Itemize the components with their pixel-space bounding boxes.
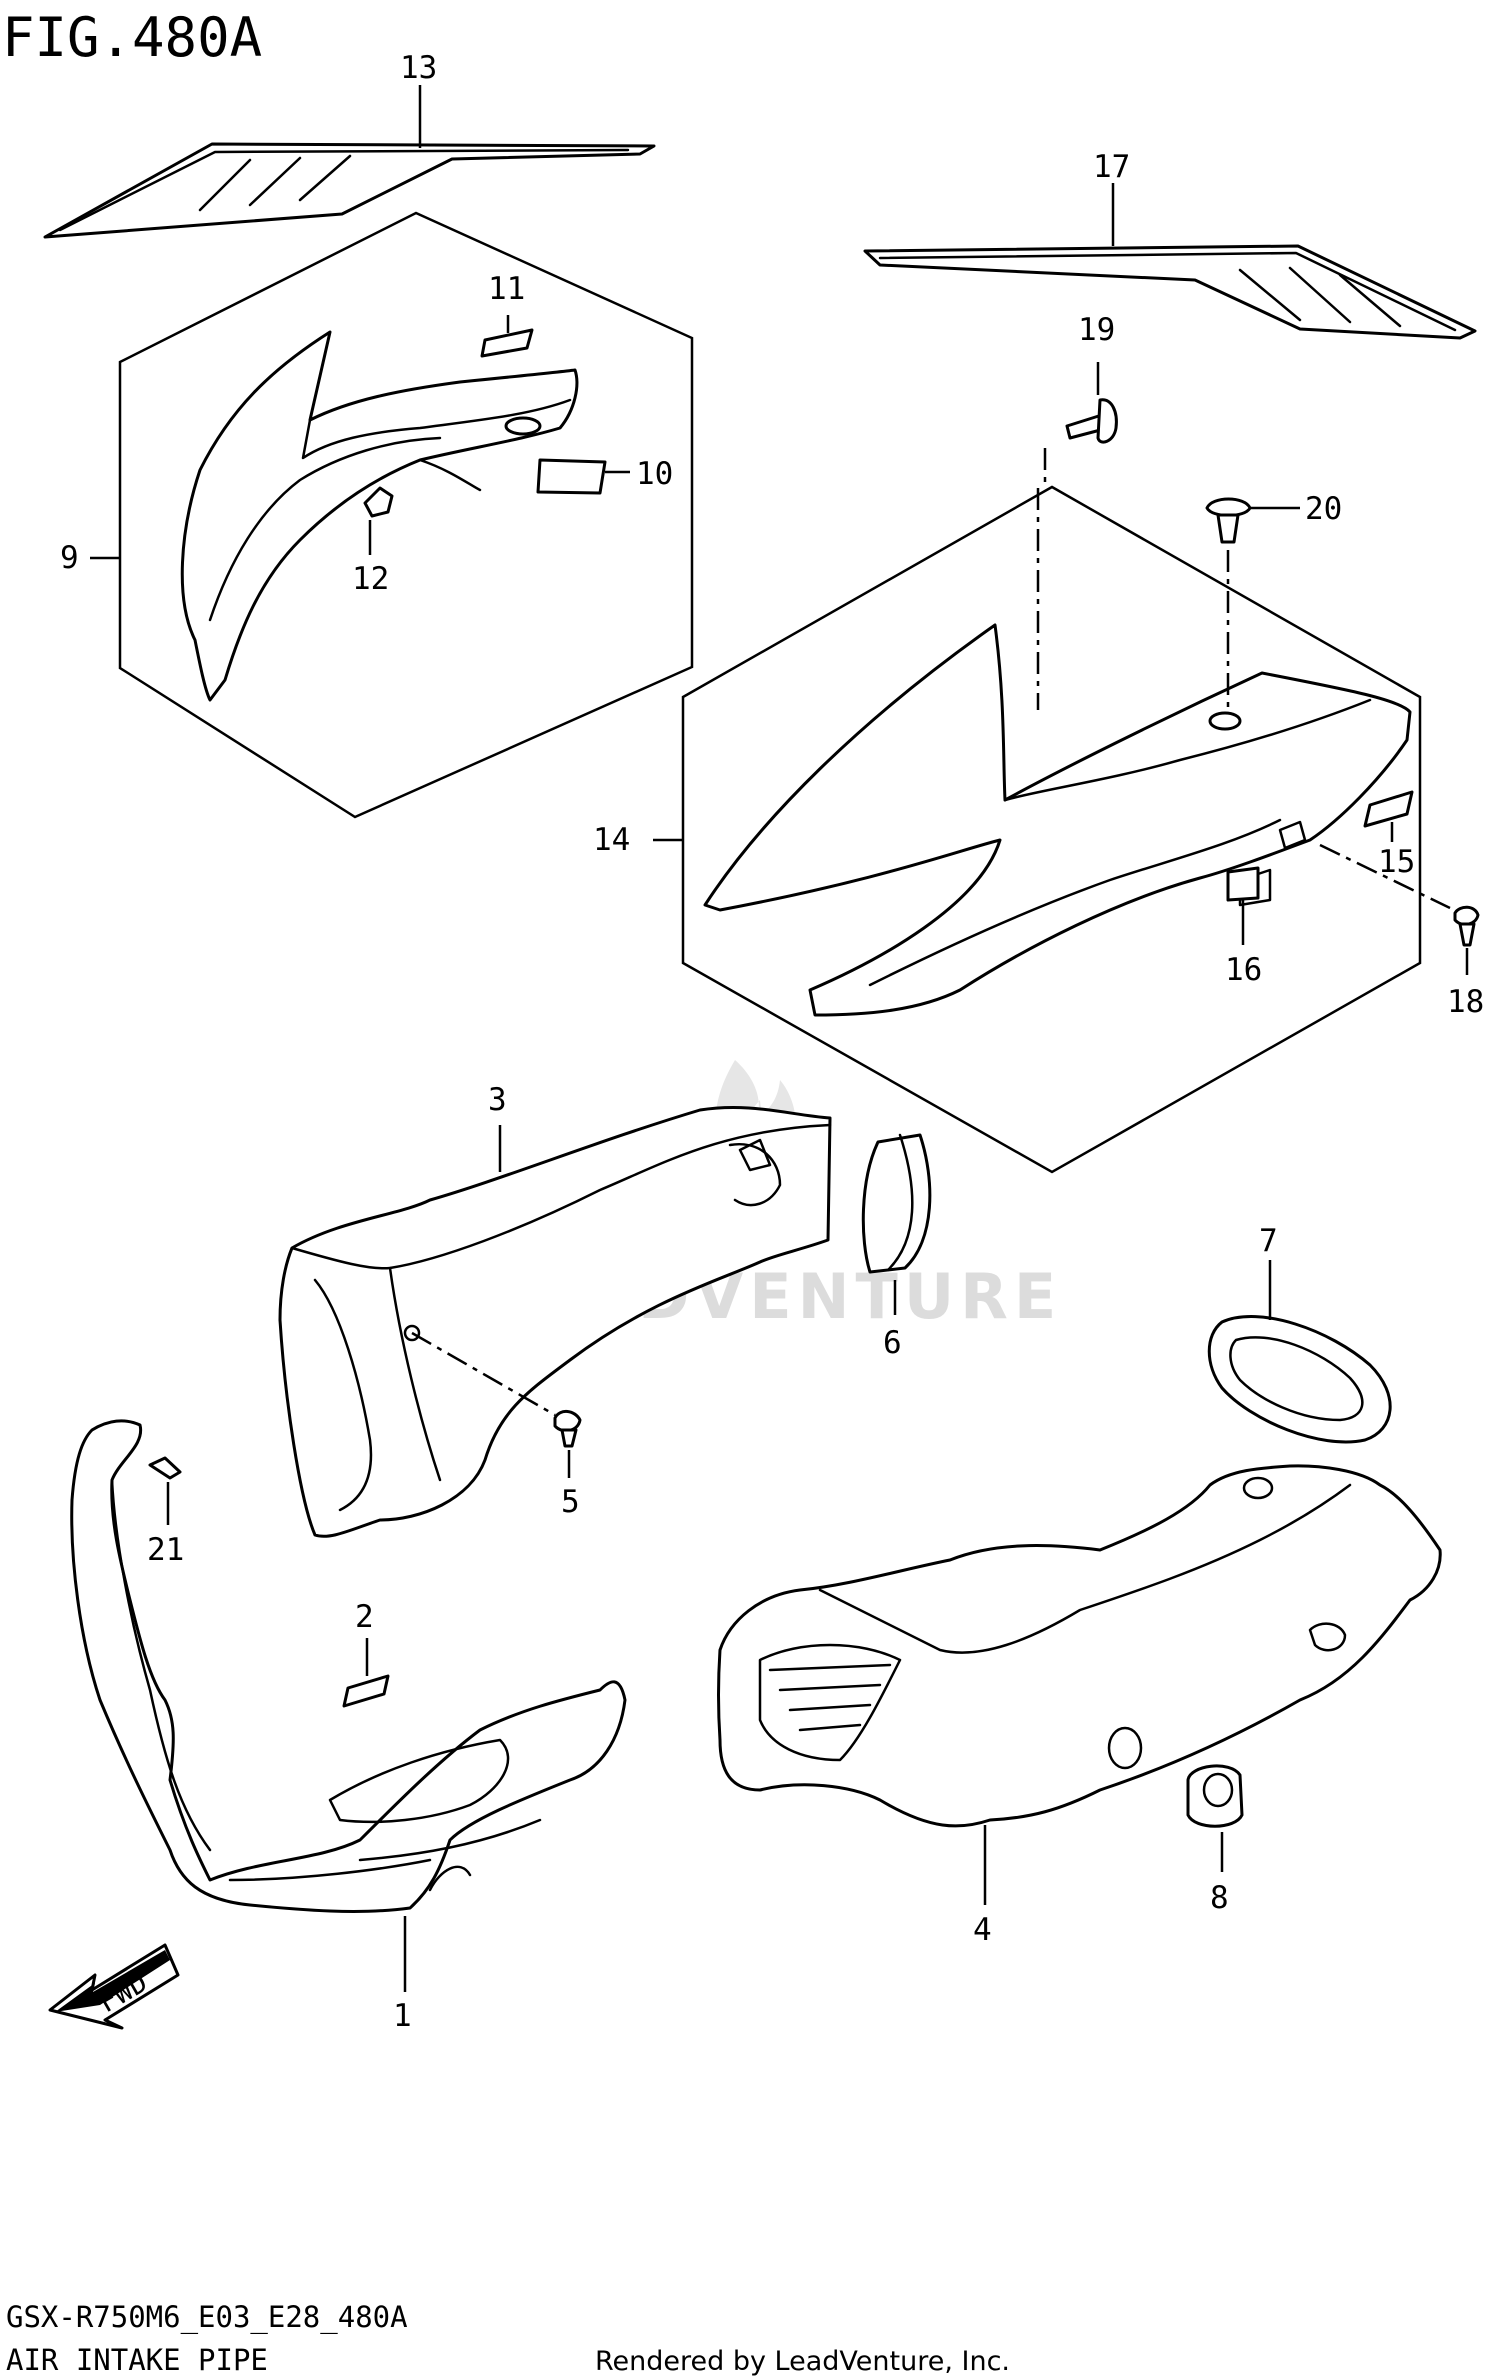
callout-15[interactable]: 15 [1378, 844, 1415, 880]
part-16-clip[interactable]: 16 [1225, 866, 1262, 988]
part-21-screw[interactable]: 21 [147, 1456, 184, 1568]
part-11-label[interactable]: 11 [480, 271, 534, 358]
part-15-label[interactable]: 15 [1363, 790, 1415, 880]
part-1-lower-cover[interactable]: 1 [70, 1419, 627, 2034]
part-14-side-cover[interactable] [703, 623, 1412, 1017]
part-12-nut[interactable]: 12 [352, 486, 394, 597]
part-18-clip[interactable]: 18 [1319, 843, 1484, 1020]
part-9-inner-cover[interactable] [180, 330, 579, 702]
part-13-decal-strip[interactable] [43, 142, 656, 239]
callout-19[interactable]: 19 [1078, 312, 1115, 348]
callout-3[interactable]: 3 [488, 1082, 507, 1118]
callout-8[interactable]: 8 [1210, 1880, 1229, 1916]
part-3-intake-duct[interactable] [278, 1105, 832, 1538]
callout-1[interactable]: 1 [393, 1998, 412, 2034]
credit-text: Rendered by LeadVenture, Inc. [595, 2346, 1010, 2377]
part-10-label[interactable]: 10 [536, 456, 673, 495]
model-code: GSX-R750M6_E03_E28_480A [6, 2300, 408, 2335]
callout-21[interactable]: 21 [147, 1532, 184, 1568]
callout-20[interactable]: 20 [1305, 491, 1342, 527]
callout-17[interactable]: 17 [1093, 149, 1130, 185]
part-4-intake-duct[interactable]: 4 [717, 1464, 1442, 1948]
callout-13[interactable]: 13 [400, 50, 437, 86]
group-box-9 [118, 211, 694, 819]
part-17-decal-strip[interactable] [863, 244, 1477, 340]
callout-10[interactable]: 10 [636, 456, 673, 492]
leader-19-dashed [1036, 448, 1047, 710]
part-5-clip[interactable]: 5 [411, 1331, 582, 1520]
part-19-screw[interactable]: 19 [1065, 312, 1118, 444]
group-box-14 [681, 485, 1422, 1174]
part-7-gasket[interactable]: 7 [1207, 1223, 1392, 1444]
callout-5[interactable]: 5 [561, 1484, 580, 1520]
callout-14[interactable]: 14 [593, 822, 630, 858]
callout-18[interactable]: 18 [1447, 984, 1484, 1020]
part-6-seal[interactable]: 6 [861, 1133, 932, 1361]
callout-9[interactable]: 9 [60, 540, 79, 576]
callout-11[interactable]: 11 [488, 271, 525, 307]
part-2-label[interactable]: 2 [342, 1599, 390, 1708]
part-20-grommet[interactable]: 20 [1205, 491, 1342, 544]
section-name: AIR INTAKE PIPE [6, 2343, 268, 2377]
callout-6[interactable]: 6 [883, 1325, 902, 1361]
callout-2[interactable]: 2 [355, 1599, 374, 1635]
callout-16[interactable]: 16 [1225, 952, 1262, 988]
figure-title: FIG.480A [2, 6, 262, 69]
fwd-arrow: FWD [48, 1943, 180, 2030]
part-8-grommet[interactable]: 8 [1186, 1764, 1244, 1916]
callout-4[interactable]: 4 [973, 1912, 992, 1948]
callout-7[interactable]: 7 [1259, 1223, 1278, 1259]
callout-12[interactable]: 12 [352, 561, 389, 597]
